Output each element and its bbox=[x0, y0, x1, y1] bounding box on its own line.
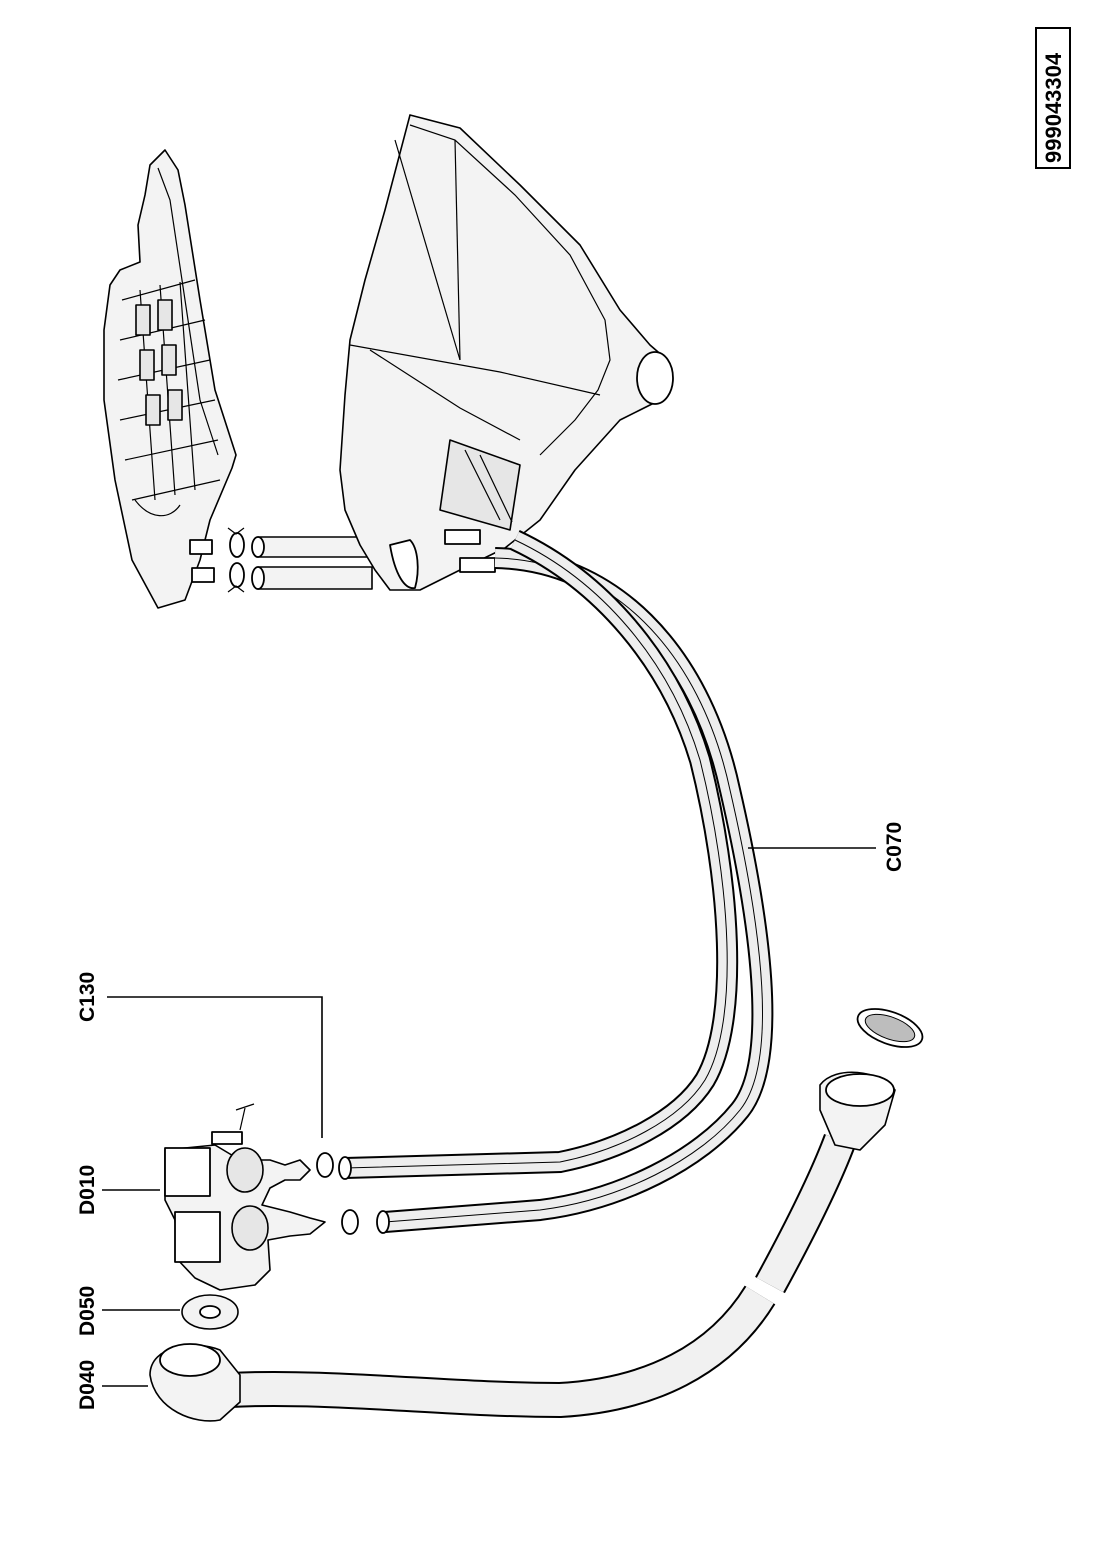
label-d040: D040 bbox=[76, 1360, 99, 1410]
leader-lines bbox=[102, 847, 876, 1387]
label-d010: D010 bbox=[76, 1165, 99, 1215]
inlet-valve bbox=[164, 1103, 326, 1291]
drawing-number-box: 999043304 bbox=[1035, 27, 1071, 169]
hose-clips-top bbox=[227, 527, 245, 593]
dispenser-housing bbox=[339, 114, 674, 591]
label-c130: C130 bbox=[76, 972, 99, 1022]
supply-hose bbox=[149, 1008, 924, 1422]
dispenser-cover-panel bbox=[103, 149, 237, 609]
inlet-hoses bbox=[338, 530, 774, 1234]
washer-ring bbox=[181, 1294, 239, 1330]
label-c070: C070 bbox=[883, 822, 906, 872]
upper-tubes bbox=[251, 536, 373, 590]
drawing-number: 999043304 bbox=[1041, 52, 1066, 163]
label-d050: D050 bbox=[76, 1286, 99, 1336]
hose-clips-valve bbox=[316, 1152, 359, 1235]
